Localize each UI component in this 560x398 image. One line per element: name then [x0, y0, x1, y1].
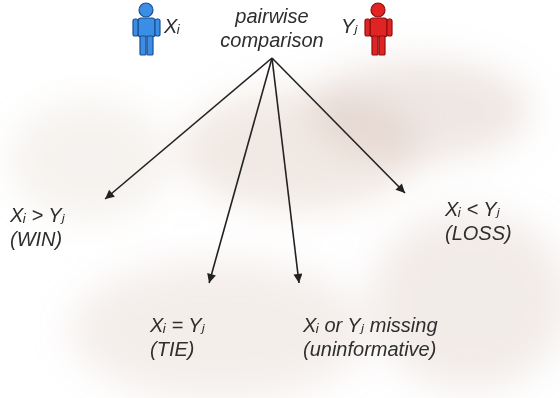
- outcome-condition: Xᵢ < Yⱼ: [445, 197, 512, 221]
- comparison-hub: pairwise comparison: [213, 2, 331, 58]
- faded-photo: [10, 60, 560, 398]
- outcome-text: Xᵢ < Yⱼ(LOSS): [405, 193, 516, 249]
- outcome-arrow: [105, 58, 272, 199]
- outcome-arrow: [272, 58, 405, 193]
- outcome-name: (LOSS): [445, 221, 512, 245]
- person-icon-red: [365, 3, 392, 55]
- outcome-condition: Xᵢ or Yⱼ missing: [303, 313, 438, 337]
- outcome-condition: Xᵢ = Yⱼ: [150, 313, 205, 337]
- outcome-name: (WIN): [10, 227, 65, 251]
- person-label: Xᵢ: [164, 14, 180, 38]
- outcome-text: Xᵢ > Yⱼ(WIN): [6, 199, 105, 255]
- outcome-condition: pairwise comparison: [217, 4, 327, 52]
- person-icon-blue: [133, 3, 160, 55]
- outcome-name: (uninformative): [303, 337, 438, 361]
- outcome-name: (TIE): [150, 337, 205, 361]
- outcome-text: Xᵢ or Yⱼ missing(uninformative): [299, 283, 442, 365]
- outcome-condition: Xᵢ > Yⱼ: [10, 203, 65, 227]
- outcome-arrow: [209, 58, 272, 283]
- person-label: Yⱼ: [341, 14, 358, 38]
- outcome-arrow: [272, 58, 299, 283]
- outcome-text: Xᵢ = Yⱼ(TIE): [146, 283, 209, 365]
